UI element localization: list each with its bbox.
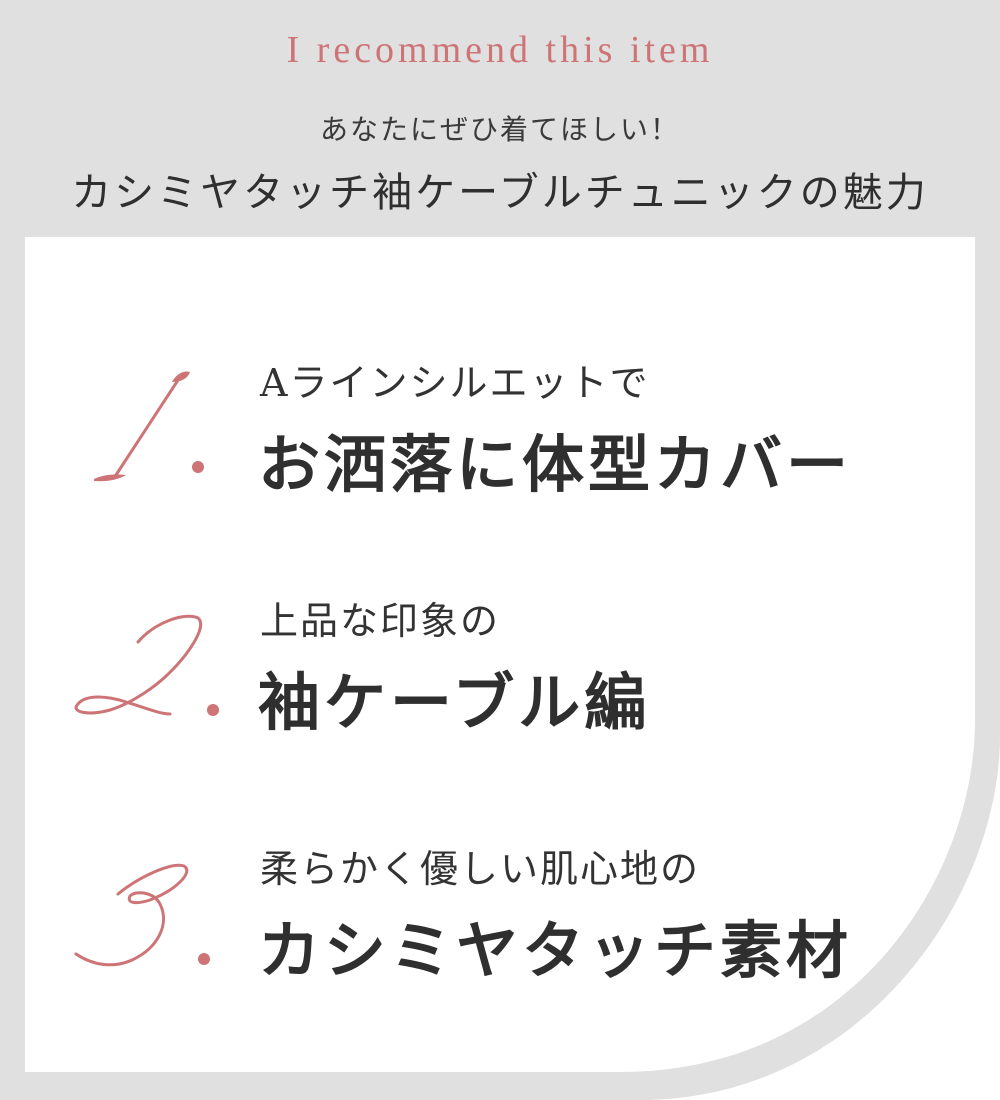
content-card [25,237,975,1072]
point-lead-text: Aラインシルエットで [260,361,650,405]
feature-point-2: 上品な印象の 袖ケーブル編 [60,590,960,770]
point-main-text: 袖ケーブル編 [258,666,651,739]
subtitle-text: あなたにぜひ着てほしい！ [319,113,680,146]
point-lead-text: 柔らかく優しい肌心地の [260,847,701,891]
point-main-text: お洒落に体型カバー [258,428,853,501]
feature-point-3: 柔らかく優しい肌心地の カシミヤタッチ素材 [60,838,960,1018]
page-title: カシミヤタッチ袖ケーブルチュニックの魅力 [71,170,929,216]
eyebrow-text: I recommend this item [286,29,714,71]
numeral-three-icon [60,838,250,1008]
numeral-one-icon [60,352,250,522]
numeral-two-icon [60,590,250,760]
point-lead-text: 上品な印象の [260,599,501,643]
feature-point-1: Aラインシルエットで お洒落に体型カバー [60,352,960,532]
point-main-text: カシミヤタッチ素材 [258,914,853,987]
